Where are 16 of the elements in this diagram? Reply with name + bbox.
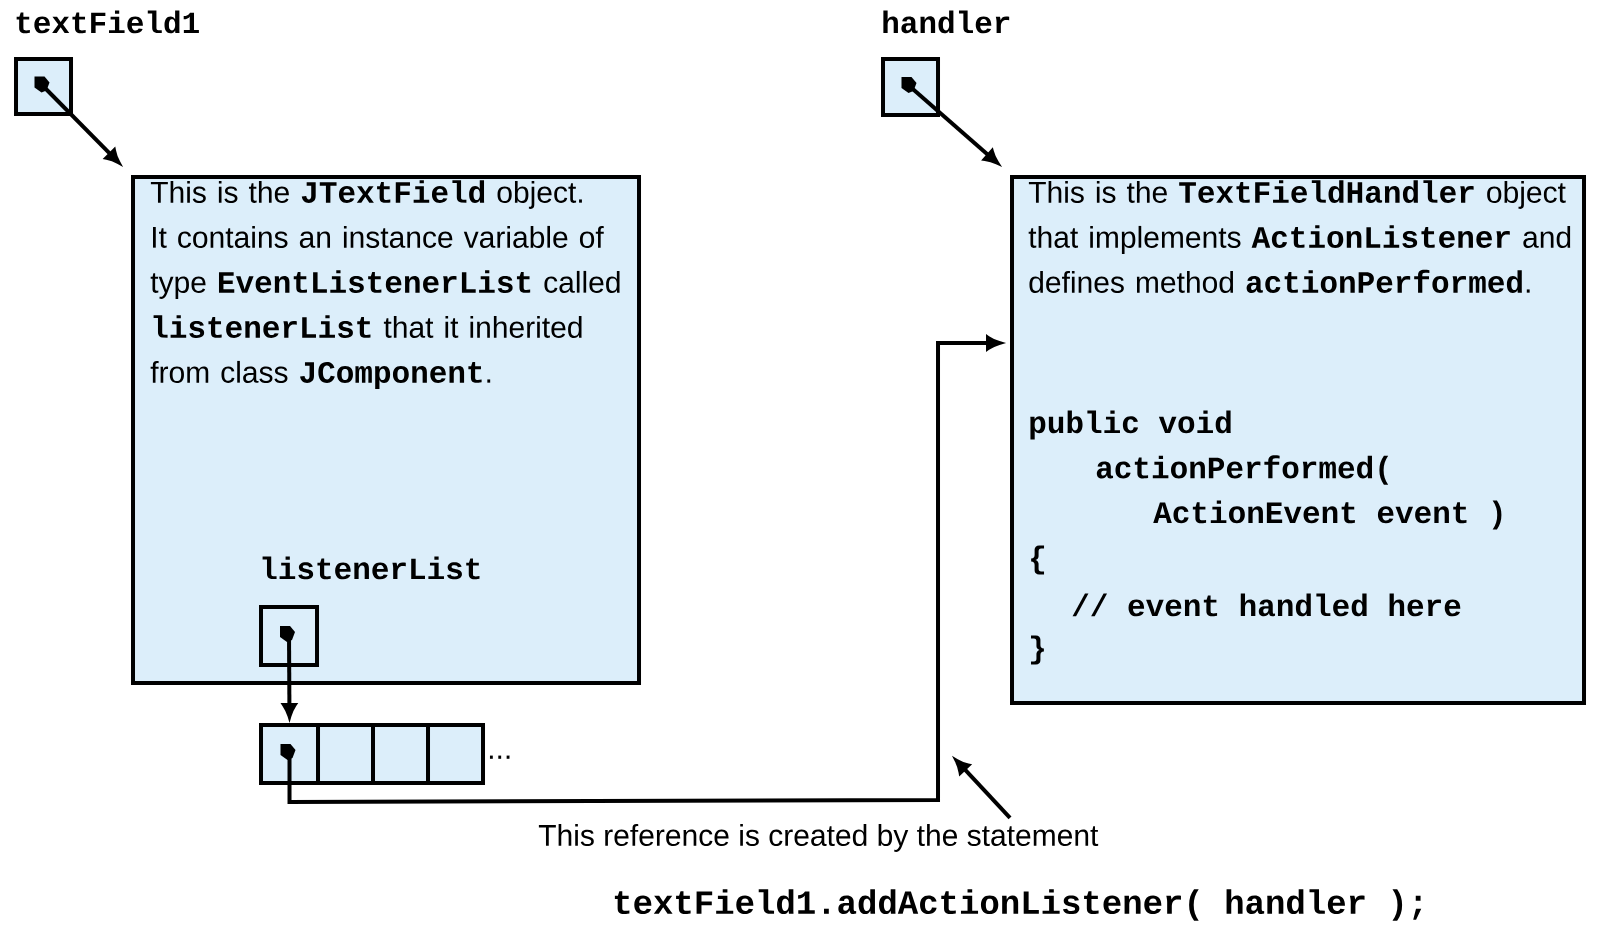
description-text: This is the TextFieldHandler object that implements ActionListener and defines method actionPerformed. [1028, 180, 1571, 293]
code-line: // event handled here [1072, 593, 1461, 617]
description-text: This is the JTextField object. It contains an instance variable of type EventListenerList called listenerList that it inherited from class JComponent. [150, 180, 620, 390]
code-statement: textField1.addActionListener( handler ); [614, 889, 1422, 921]
code-line: ActionEvent event ) [1153, 500, 1502, 530]
variable-name: handler [883, 10, 1010, 34]
leader-line [954, 758, 1012, 820]
arrow [42, 85, 121, 165]
variable-name: listenerList [262, 556, 480, 580]
code-line: actionPerformed( [1096, 455, 1389, 485]
ellipsis-text: ... [489, 755, 510, 759]
caption-text: This reference is created by the statement [538, 824, 1099, 852]
variable-name: textField1 [16, 10, 199, 34]
code-line: } [1031, 635, 1044, 665]
code-line: public void [1030, 410, 1231, 440]
code-line: { [1031, 545, 1045, 575]
